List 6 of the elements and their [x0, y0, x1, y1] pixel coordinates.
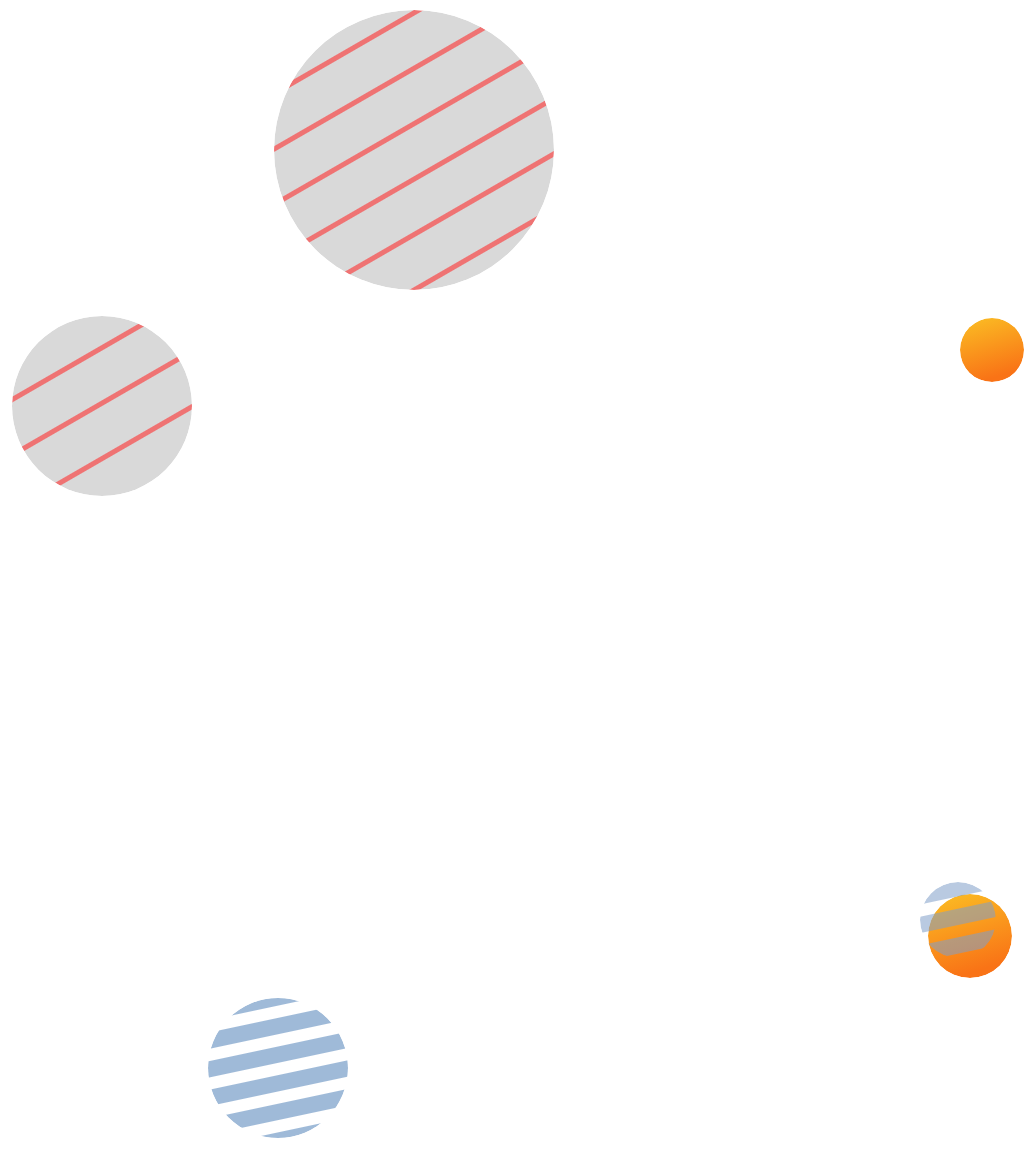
gradient-circle [928, 894, 1012, 978]
striped-circle [274, 10, 554, 290]
gradient-circle [960, 318, 1024, 382]
striped-circle [12, 316, 192, 496]
striped-circle [920, 882, 996, 958]
striped-circle [208, 998, 348, 1138]
